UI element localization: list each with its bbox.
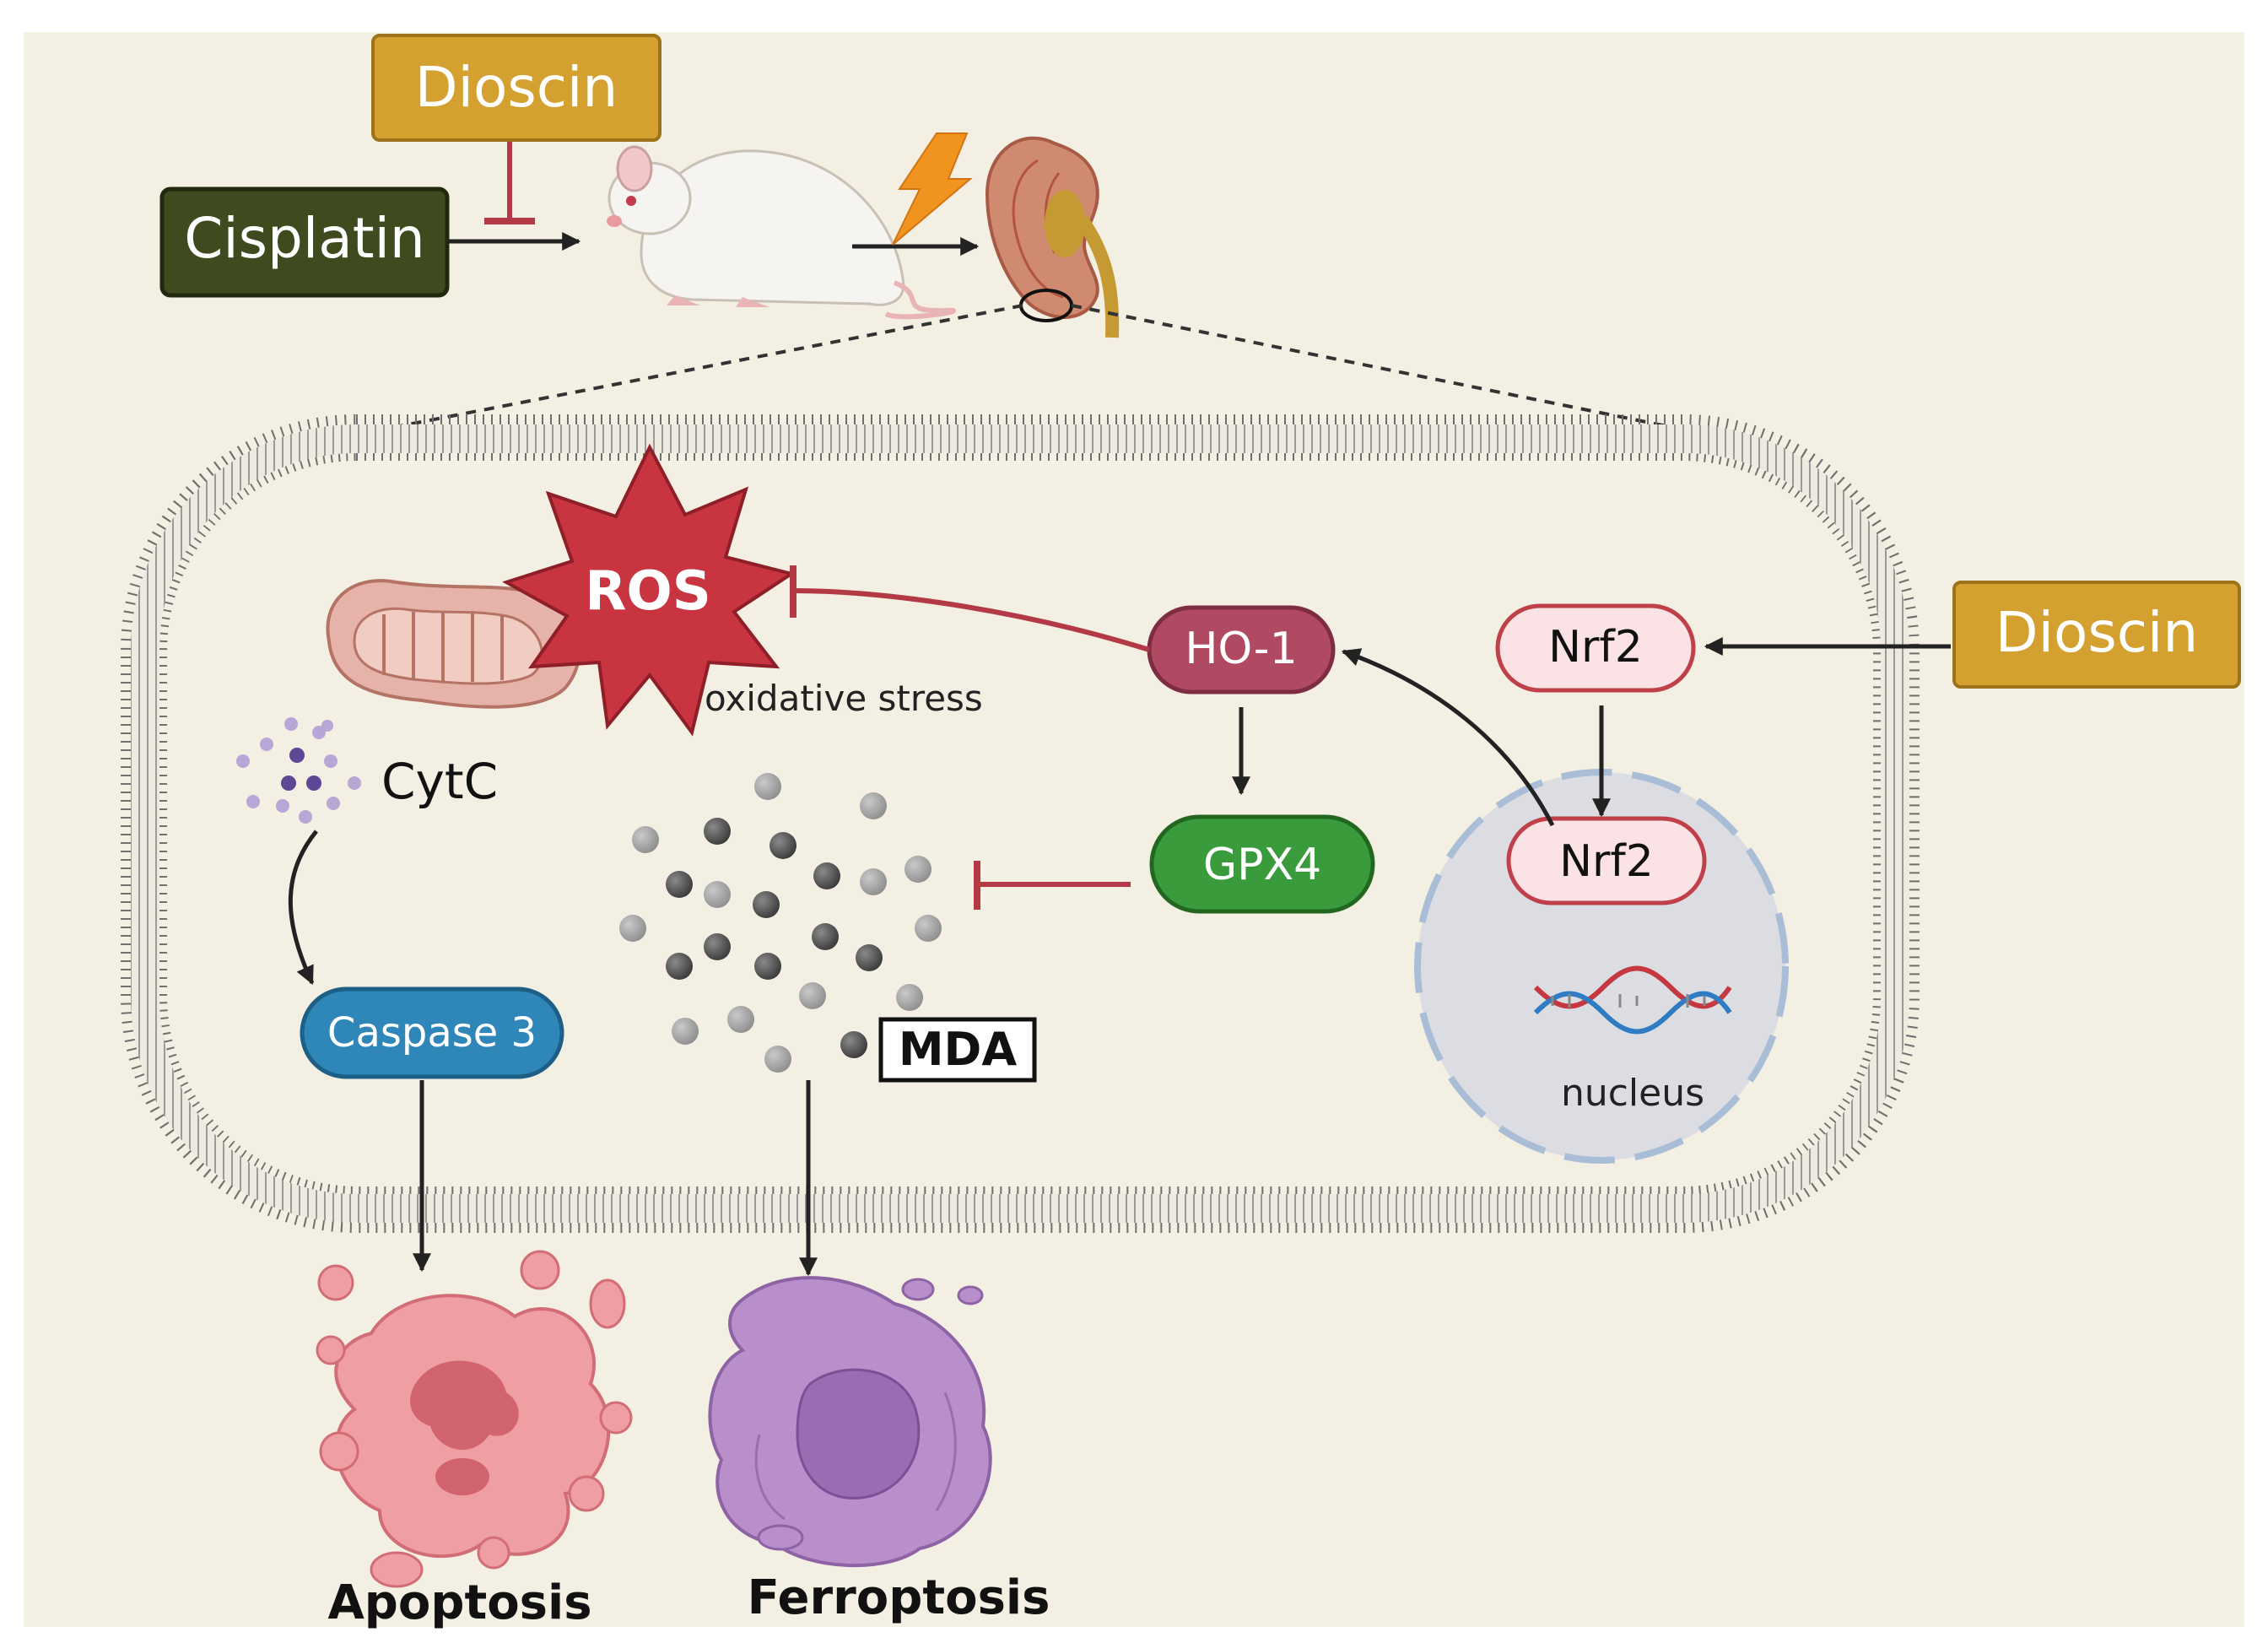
gpx4-inhibit-mda-line bbox=[974, 861, 1131, 910]
mitochondrion-illustration bbox=[326, 579, 581, 709]
apoptosis-label: Apoptosis bbox=[327, 1575, 591, 1630]
nrf2-cytoplasm-box: Nrf2 bbox=[1495, 603, 1696, 693]
dioscin-right-label: Dioscin bbox=[1995, 600, 2198, 665]
dioscin-right-box: Dioscin bbox=[1952, 581, 2241, 689]
zoom-line-right bbox=[1071, 304, 1697, 434]
ferroptosis-label: Ferroptosis bbox=[748, 1570, 1050, 1625]
nrf2-nucleus-box: Nrf2 bbox=[1506, 816, 1707, 905]
lightning-icon bbox=[892, 132, 973, 246]
nucleus-label: nucleus bbox=[1561, 1072, 1704, 1115]
nrf2-nucleus-label: Nrf2 bbox=[1559, 836, 1654, 887]
mouse-illustration bbox=[607, 145, 956, 320]
oxidative-stress-label: oxidative stress bbox=[705, 678, 983, 719]
mda-label: MDA bbox=[899, 1023, 1018, 1076]
caspase3-label: Caspase 3 bbox=[327, 1009, 537, 1057]
gpx4-label: GPX4 bbox=[1203, 840, 1321, 890]
kidney-illustration bbox=[985, 136, 1120, 338]
ho1-box: HO-1 bbox=[1147, 605, 1336, 694]
cytc-dots bbox=[236, 717, 361, 824]
dioscin-top-label: Dioscin bbox=[415, 55, 618, 120]
nrf2-to-ho1-arrow bbox=[1341, 648, 1555, 827]
cytc-to-caspase-arrow bbox=[288, 830, 318, 985]
dioscin-top-box: Dioscin bbox=[371, 34, 662, 142]
ho1-inhibit-ros-line bbox=[790, 565, 1150, 652]
ros-label: ROS bbox=[585, 560, 711, 623]
cisplatin-label: Cisplatin bbox=[184, 206, 425, 271]
zoom-line-left bbox=[311, 304, 1023, 445]
dioscin-inhibit-line bbox=[484, 142, 535, 224]
apoptosis-cell-illustration bbox=[316, 1250, 633, 1588]
dna-icon bbox=[1533, 965, 1732, 1035]
ferroptosis-cell-illustration bbox=[708, 1276, 992, 1568]
ros-burst: ROS bbox=[501, 443, 796, 737]
nrf2-cytoplasm-label: Nrf2 bbox=[1548, 622, 1643, 673]
gpx4-box: GPX4 bbox=[1149, 814, 1375, 914]
cytc-label: CytC bbox=[381, 753, 498, 810]
caspase3-box: Caspase 3 bbox=[300, 986, 564, 1079]
cisplatin-box: Cisplatin bbox=[159, 186, 450, 298]
mda-box: MDA bbox=[878, 1017, 1037, 1083]
ho1-label: HO-1 bbox=[1185, 624, 1297, 674]
mda-dots bbox=[619, 773, 942, 1073]
